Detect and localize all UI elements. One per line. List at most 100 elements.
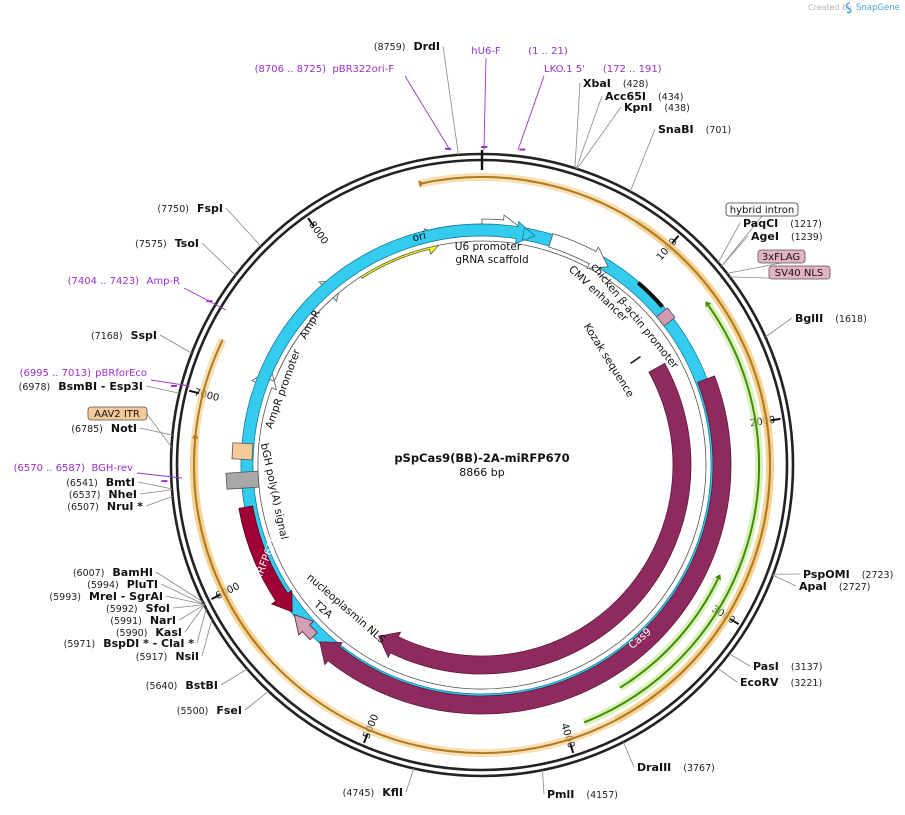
site-name-sfoi: SfoI — [146, 602, 170, 615]
plasmid-name: pSpCas9(BB)-2A-miRFP670 — [394, 451, 569, 465]
site-name-paqci: PaqCI — [743, 217, 778, 230]
site-sspi: SspI (7168) — [91, 329, 157, 342]
site-pos-sspi: (7168) — [91, 331, 123, 342]
site-sfoi: SfoI (5992) — [106, 602, 170, 615]
site-bspdi-clai: BspDI * - ClaI *(5971) — [64, 637, 195, 650]
site-name-apai: ApaI — [799, 580, 827, 593]
leader-fsei — [244, 690, 269, 711]
feature-label-u6-promoter: U6 promoter — [455, 241, 522, 253]
site-name-fsei: FseI — [216, 704, 242, 717]
leader-sfoi — [172, 604, 205, 609]
feature-mirfp670-arrow — [238, 505, 293, 613]
site-pos-tsoi: (7575) — [135, 239, 167, 250]
site-pos-snabi: (701) — [706, 125, 732, 136]
site-pos-fsei: (5500) — [177, 706, 209, 717]
primer-range-bgh-rev: (6570 .. 6587) — [14, 463, 86, 474]
svg-text:AAV2 ITR: AAV2 ITR — [94, 409, 140, 420]
site-pos-pluti: (5994) — [87, 580, 119, 591]
site-pos-bsmbi-esp3i: (6978) — [19, 382, 51, 393]
site-name-bsmbi-esp3i: BsmBI - Esp3I — [58, 380, 143, 393]
leader-pluti — [160, 583, 205, 605]
leader-pasi — [728, 653, 751, 667]
leader-bsmbi-esp3i — [145, 385, 180, 394]
site-name-bspdi-clai: BspDI * - ClaI * — [103, 637, 194, 650]
band-green-outer-head — [705, 301, 712, 308]
primer-range-lko-1-5: (172 .. 191) — [603, 64, 662, 75]
site-pos-ecorv: (3221) — [791, 678, 823, 689]
site-apai: ApaI(2727) — [799, 580, 871, 593]
leader-sspi — [159, 334, 192, 354]
site-name-nari: NarI — [150, 614, 176, 627]
site-name-fspi: FspI — [197, 202, 223, 215]
boxed-feature-sv40-nls: SV40 NLS — [768, 265, 831, 280]
leader-bmti — [137, 481, 172, 490]
primer-range-amp-r: (7404 .. 7423) — [68, 276, 140, 287]
site-pasi: PasI(3137) — [753, 660, 822, 673]
site-pos-sfoi: (5992) — [106, 604, 138, 615]
feature-cas9-outer-arrow — [319, 375, 732, 715]
site-name-bamhi: BamHI — [112, 566, 153, 579]
site-pos-acc65i: (434) — [658, 92, 684, 103]
primer-labels: hU6-F(1 .. 21)LKO.1 5'(172 .. 191)pBR322… — [14, 46, 662, 483]
tick-2000 — [770, 417, 781, 422]
leader-kasi — [184, 604, 205, 633]
feature-label-ori: ori — [411, 230, 427, 245]
tick-3000 — [729, 618, 740, 626]
boxed-feature-aav2-itr: AAV2 ITR — [87, 406, 148, 421]
feature-label-kozak: Kozak sequence — [581, 321, 636, 399]
site-pos-bstbi: (5640) — [146, 681, 178, 692]
site-acc65i: Acc65I(434) — [605, 90, 684, 103]
site-nari: NarI (5991) — [110, 614, 176, 627]
leader-xbai — [574, 82, 581, 169]
leader-draiii — [623, 741, 635, 768]
site-name-nsii: NsiI — [175, 650, 199, 663]
primer-leader-bgh-rev — [136, 472, 183, 479]
leader-nsii — [201, 619, 213, 657]
site-name-ecorv: EcoRV — [740, 676, 779, 689]
svg-text:3xFLAG: 3xFLAG — [762, 252, 800, 263]
site-name-sspi: SspI — [131, 329, 157, 342]
primer-name-bgh-rev: BGH-rev — [91, 463, 133, 474]
site-name-drdi: DrdI — [413, 40, 440, 53]
leader-mrei-sgrai — [165, 595, 205, 605]
snapgene-logo-icon — [845, 2, 852, 14]
site-pos-kfli: (4745) — [343, 788, 375, 799]
site-pos-kasi: (5990) — [116, 628, 148, 639]
leader-boxed-0 — [721, 215, 763, 267]
leader-ecorv — [717, 667, 738, 683]
site-pos-nrui: (6507) — [67, 502, 99, 513]
site-name-agei: AgeI — [751, 230, 779, 243]
site-name-kpni: KpnI — [624, 101, 652, 114]
site-name-pmli: PmlI — [547, 788, 574, 801]
leader-bstbi — [220, 668, 248, 686]
tick-label-8000: 8000 — [306, 220, 330, 247]
site-pos-nhei: (6537) — [69, 490, 101, 501]
site-noti: NotI(6785) — [71, 422, 137, 435]
site-pos-kpni: (438) — [664, 103, 690, 114]
site-pos-mrei-sgrai: (5993) — [49, 592, 81, 603]
site-agei: AgeI(1239) — [751, 230, 823, 243]
site-pos-bmti: (6541) — [66, 478, 98, 489]
primer-name-pbrforeco: pBRforEco — [95, 368, 147, 379]
band-green-outer — [583, 304, 760, 724]
site-tsoi: TsoI(7575) — [135, 237, 199, 250]
site-name-noti: NotI — [111, 422, 137, 435]
primer-name-pbr322ori-f: pBR322ori-F — [332, 64, 394, 75]
site-name-pasi: PasI — [753, 660, 779, 673]
band-orange-left-top-head — [418, 180, 424, 188]
leader-kfli — [405, 768, 415, 793]
primer-amp-r: Amp-R(7404 .. 7423) — [68, 276, 227, 311]
site-pos-nari: (5991) — [110, 616, 142, 627]
site-pos-xbai: (428) — [623, 79, 649, 90]
feature-nls-arrow — [293, 613, 318, 641]
site-bamhi: BamHI(6007) — [73, 566, 153, 579]
leader-kpni — [576, 106, 622, 170]
site-name-nrui: NruI * — [107, 500, 143, 513]
site-pos-paqci: (1217) — [790, 219, 822, 230]
feature-label-grna-scaffold: gRNA scaffold — [455, 254, 528, 266]
feature-3xflag-box — [656, 307, 676, 327]
site-pmli: PmlI(4157) — [547, 788, 618, 801]
feature-kozak-marker — [630, 355, 641, 364]
site-mrei-sgrai: MreI - SgrAI(5993) — [49, 590, 163, 603]
